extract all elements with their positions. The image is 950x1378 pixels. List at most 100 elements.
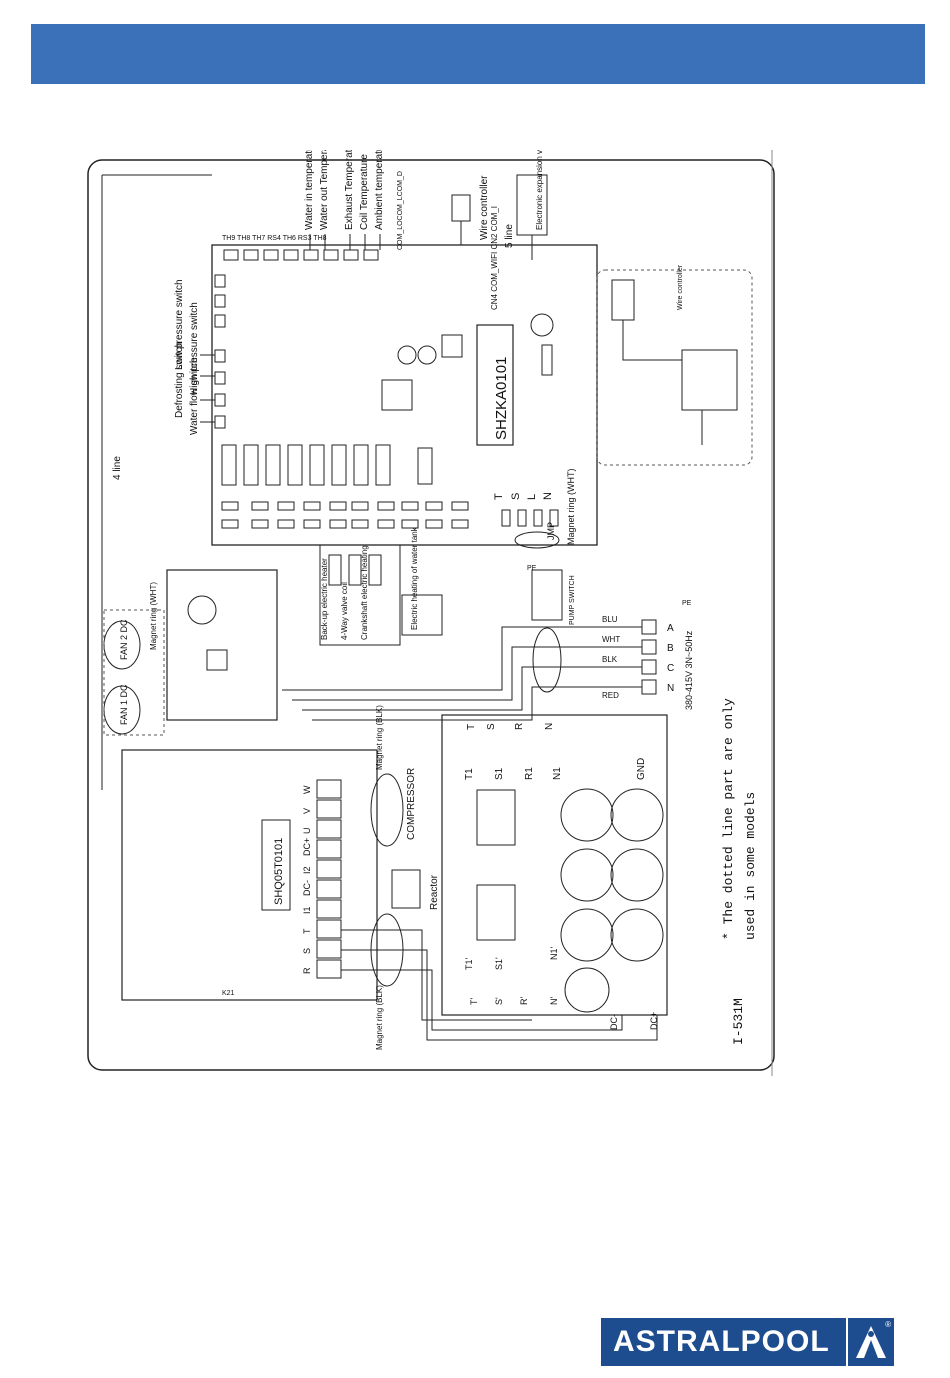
board-capacitor xyxy=(397,345,417,365)
load-symbols xyxy=(328,554,382,586)
filter-bottom-n: N' xyxy=(549,997,559,1005)
wire-color-wht: WHT xyxy=(602,635,620,644)
pump-switch-box xyxy=(531,569,563,621)
astralpool-logo: ASTRALPOOL ® xyxy=(601,1318,894,1366)
diagram-border xyxy=(87,159,775,1071)
sensor-water-out: Water out Temperature xyxy=(319,150,330,230)
filter-s-label: S xyxy=(486,723,497,730)
sensor-ambient: Ambient temperature xyxy=(374,150,385,230)
reactor-symbol xyxy=(391,869,421,909)
fan-dotted-group xyxy=(103,609,165,736)
load-4way-valve: 4-Way valve coil xyxy=(340,582,349,640)
switch-low-pressure: Low pressure switch xyxy=(174,279,185,370)
logo-mark-icon xyxy=(846,1318,894,1366)
filter-bottom-dc-minus: DC- xyxy=(609,1014,619,1030)
drive-terminal-i2: I2 xyxy=(302,866,312,874)
magnet-ring-power xyxy=(532,627,562,693)
water-tank-heater-box xyxy=(401,594,443,636)
com-labels: CN4 COM_WIFI CN2 COM_I xyxy=(490,206,499,310)
load-backup-heater: Back-up electric heater xyxy=(320,558,329,640)
sensor-water-in: Water in temperature xyxy=(304,150,315,230)
drive-terminal-w: W xyxy=(302,785,312,794)
terminal-s-label: S xyxy=(510,493,522,500)
cn-top-label: COM_LOCOM_LCOM_D xyxy=(397,171,404,250)
water-tank-heater-label: Electric heating of water tank xyxy=(410,526,419,630)
drive-terminal-t: T xyxy=(302,928,312,934)
filter-s1-label: S1 xyxy=(494,767,505,780)
power-spec-label: 380-415V 3N~50Hz xyxy=(684,630,694,710)
pump-switch-label: PUMP SWITCH xyxy=(569,575,576,625)
filter-r-label: R xyxy=(514,723,525,730)
drive-terminal-r: R xyxy=(302,967,312,974)
pe-label-pump: PE xyxy=(527,565,537,572)
board-capacitor-2 xyxy=(417,345,437,365)
drive-terminal-v: V xyxy=(302,808,312,814)
dotted-inset xyxy=(596,269,753,466)
logo-text: ASTRALPOOL xyxy=(613,1325,830,1358)
filter-bottom-r: R' xyxy=(519,997,529,1005)
header-bar xyxy=(31,24,925,84)
wiring-diagram: T S L N JMP SHZKA0101 Low pressure switc… xyxy=(82,150,778,1076)
power-terminal-c: C xyxy=(667,663,674,674)
board-chip xyxy=(381,379,413,411)
drive-terminal-i1: I1 xyxy=(302,906,312,914)
drive-terminal-dc-plus: DC+ xyxy=(302,838,312,856)
sensor-connectors xyxy=(223,249,379,261)
sensor-header-label: TH9 TH8 TH7 RS4 TH6 RS3 TH8 xyxy=(222,235,327,242)
power-terminal-b: B xyxy=(667,643,674,654)
drive-board-model-box xyxy=(261,819,291,911)
drive-terminals xyxy=(316,779,342,979)
main-board-model: SHZKA0101 xyxy=(493,357,510,440)
wire-color-blu: BLU xyxy=(602,615,618,624)
fan2-label: FAN 2 DC xyxy=(119,619,129,660)
fan-board-capacitor xyxy=(187,595,217,625)
wiring-diagram-svg: T S L N JMP SHZKA0101 Low pressure switc… xyxy=(87,150,775,1076)
reactor-label: Reactor xyxy=(429,874,440,910)
note-line-1: * The dotted line part are only xyxy=(721,698,736,940)
note-line-2: used in some models xyxy=(743,792,758,940)
k21-label: K21 xyxy=(222,990,235,997)
filter-t1-label: T1 xyxy=(464,768,475,780)
magnet-ring-blk-top: Magnet ring (BLK) xyxy=(375,705,384,770)
power-terminal-n: N xyxy=(667,683,674,694)
wire-color-blk: BLK xyxy=(602,655,618,664)
fan2-symbol xyxy=(103,620,141,670)
power-terminal-a: A xyxy=(667,623,674,634)
filter-bottom-t1: T1' xyxy=(464,957,474,970)
switch-water-flow: Water flow switch xyxy=(189,358,200,435)
power-terminal-block xyxy=(641,619,657,695)
magnet-ring-wht xyxy=(514,531,560,549)
filter-bottom-s: S' xyxy=(494,997,504,1005)
drive-terminal-s: S xyxy=(302,948,312,954)
filter-t-label: T xyxy=(466,724,477,730)
drive-terminal-dc-minus: DC- xyxy=(302,880,312,896)
board-component xyxy=(541,344,553,376)
inset-board xyxy=(681,349,738,411)
magnet-ring-wht-label: Magnet ring (WHT) xyxy=(566,468,576,545)
logo-registered-mark: ® xyxy=(885,1320,891,1329)
filter-capacitors xyxy=(560,788,664,1013)
filter-bottom-s1: S1' xyxy=(494,957,504,970)
main-board xyxy=(211,244,598,546)
drive-board-model: SHQ05T0101 xyxy=(273,838,285,905)
inset-wire xyxy=(622,320,682,361)
filter-board xyxy=(441,714,668,1016)
board-buzzer xyxy=(530,313,554,337)
gnd-label: GND xyxy=(636,758,647,780)
diagram-id: I-531M xyxy=(731,998,746,1045)
filter-bottom-dc-plus: DC+ xyxy=(649,1012,659,1030)
filter-n-label: N xyxy=(544,723,555,730)
jmp-label: JMP xyxy=(546,522,556,540)
switch-defrosting: Defrosting switch xyxy=(174,342,185,418)
power-wires xyxy=(282,626,642,721)
fan1-label: FAN 1 DC xyxy=(119,684,129,725)
switch-connectors xyxy=(214,274,226,429)
fan-driver-board xyxy=(166,569,278,721)
terminal-l-label: L xyxy=(526,494,538,500)
fan-magnet-label: Magnet ring (WHT) xyxy=(149,582,158,650)
filter-bottom-t: T' xyxy=(469,998,479,1005)
terminal-t-label: T xyxy=(493,493,505,500)
compressor-label: COMPRESSOR xyxy=(406,768,417,840)
wire-controller-box xyxy=(451,194,471,222)
switch-high-pressure: High pressure switch xyxy=(189,302,200,395)
